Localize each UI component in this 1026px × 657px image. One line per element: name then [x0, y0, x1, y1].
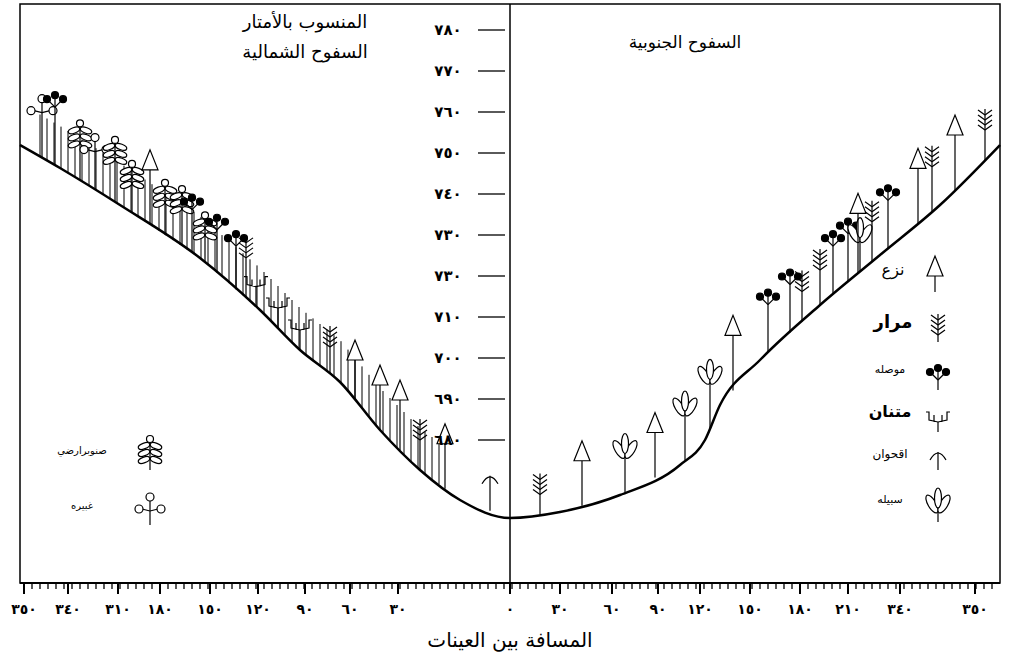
- tick-label: ٩٠: [296, 602, 313, 617]
- plant-symbol: [925, 146, 939, 212]
- tick-label: ١٨٠: [787, 602, 813, 617]
- plant-symbols: [27, 92, 992, 515]
- legend-label: مرار: [874, 312, 913, 332]
- plant-symbol: [206, 214, 229, 273]
- plant-symbol: [27, 95, 57, 158]
- plant-symbol: [533, 473, 547, 514]
- legend-symbol: [931, 314, 945, 342]
- tick-label: ٣٥٠: [11, 602, 37, 617]
- legend-label: سبيله: [877, 494, 902, 506]
- tick-label: ٣٠: [551, 602, 568, 617]
- legend-symbol: [137, 436, 162, 471]
- tick-label: ٦٠: [603, 602, 620, 617]
- legend-label: نزع: [882, 261, 905, 279]
- plant-symbol: [910, 148, 926, 223]
- tick-label: ٣٤٠: [887, 602, 913, 617]
- tick-label: ٧٣٠: [434, 268, 461, 285]
- axis-ticks: [24, 30, 992, 594]
- legend-symbol: [135, 493, 165, 525]
- legend-symbol: [927, 256, 943, 292]
- plant-symbol: [978, 109, 992, 160]
- legend-label: صنوبرارضي: [57, 445, 106, 456]
- tick-label: ١٢٠: [687, 602, 713, 617]
- legend-symbol: [930, 452, 946, 470]
- axis-title: المنسوب بالأمتار: [243, 12, 367, 32]
- tick-label: ٣٤٠: [55, 602, 81, 617]
- plant-symbol: [795, 271, 809, 322]
- legend-symbol: [927, 365, 950, 391]
- plant-symbol: [779, 269, 802, 333]
- tick-label: ٧٦٠: [434, 104, 461, 121]
- plant-symbol: [822, 231, 845, 294]
- vegetation-hatching: [40, 115, 439, 485]
- tick-label: ١٢٠: [245, 602, 271, 617]
- plant-symbol: [392, 380, 408, 450]
- legend-symbol: [924, 488, 953, 522]
- plant-symbol: [225, 231, 248, 290]
- tick-label: ٧٤٠: [434, 186, 461, 203]
- plant-symbol: [877, 185, 900, 249]
- tick-label: ١٥٠: [737, 602, 763, 617]
- plant-symbol: [813, 249, 827, 305]
- legend-symbol: [926, 412, 950, 432]
- tick-label: ٣٥٠: [962, 602, 988, 617]
- plant-symbol: [865, 201, 879, 262]
- plant-symbol: [244, 277, 268, 307]
- legend-symbols: [135, 256, 952, 525]
- plant-symbol: [850, 193, 866, 273]
- plant-symbol: [142, 150, 158, 225]
- frame: [20, 4, 1000, 583]
- plant-symbol: [947, 115, 963, 190]
- tick-label: ٧٣٠: [434, 227, 461, 244]
- plant-symbol: [413, 419, 427, 470]
- plant-symbol: [266, 298, 290, 328]
- plant-symbol: [288, 320, 312, 350]
- legend-label: موصله: [875, 364, 905, 376]
- plant-symbol: [323, 326, 337, 374]
- plant-symbol: [44, 92, 67, 166]
- tick-label: ٦٩٠: [434, 391, 461, 408]
- plant-symbol: [757, 289, 780, 353]
- plant-symbol: [169, 186, 194, 247]
- plant-symbol: [611, 434, 640, 493]
- tick-label: ٩٠: [649, 602, 666, 617]
- tick-label: ١٥٠: [197, 602, 223, 617]
- plant-symbol: [347, 340, 363, 400]
- tick-label: ٧٧٠: [434, 63, 461, 80]
- legend-label: اقحوان: [872, 448, 907, 461]
- axis-title: السفوح الشمالية: [242, 42, 367, 62]
- tick-label: ٢١٠: [835, 602, 861, 617]
- plant-symbol: [372, 365, 388, 430]
- legend-label: متنان: [869, 403, 912, 421]
- tick-label: ٧٥٠: [434, 145, 461, 162]
- tick-label: ١٨٠: [147, 602, 173, 617]
- plant-symbol: [671, 391, 700, 460]
- vertical-axis: [509, 4, 511, 583]
- plant-symbol: [725, 315, 741, 390]
- tick-label: ٦٨٠: [434, 432, 461, 449]
- ground-profile: [20, 145, 1000, 518]
- tick-label: ٣١٠: [105, 602, 131, 617]
- plant-symbol: [239, 237, 253, 298]
- plant-symbol: [696, 359, 725, 428]
- plant-symbol: [482, 476, 498, 511]
- tick-label: ٧٨٠: [434, 22, 461, 39]
- tick-label: ٠: [506, 602, 515, 617]
- tick-label: ٧٠٠: [434, 350, 461, 367]
- tick-label: ٣٠: [389, 602, 406, 617]
- tick-label: ٧١٠: [434, 309, 461, 326]
- legend-label: غبيره: [71, 500, 93, 511]
- tick-label: ٦٠: [341, 602, 358, 617]
- axis-title: المسافة بين العينات: [427, 629, 592, 651]
- plant-symbol: [846, 218, 875, 272]
- plant-symbol: [647, 413, 663, 478]
- axis-title: السفوح الجنوبية: [629, 33, 742, 52]
- plant-symbol: [574, 441, 590, 506]
- plant-symbol: [119, 160, 144, 213]
